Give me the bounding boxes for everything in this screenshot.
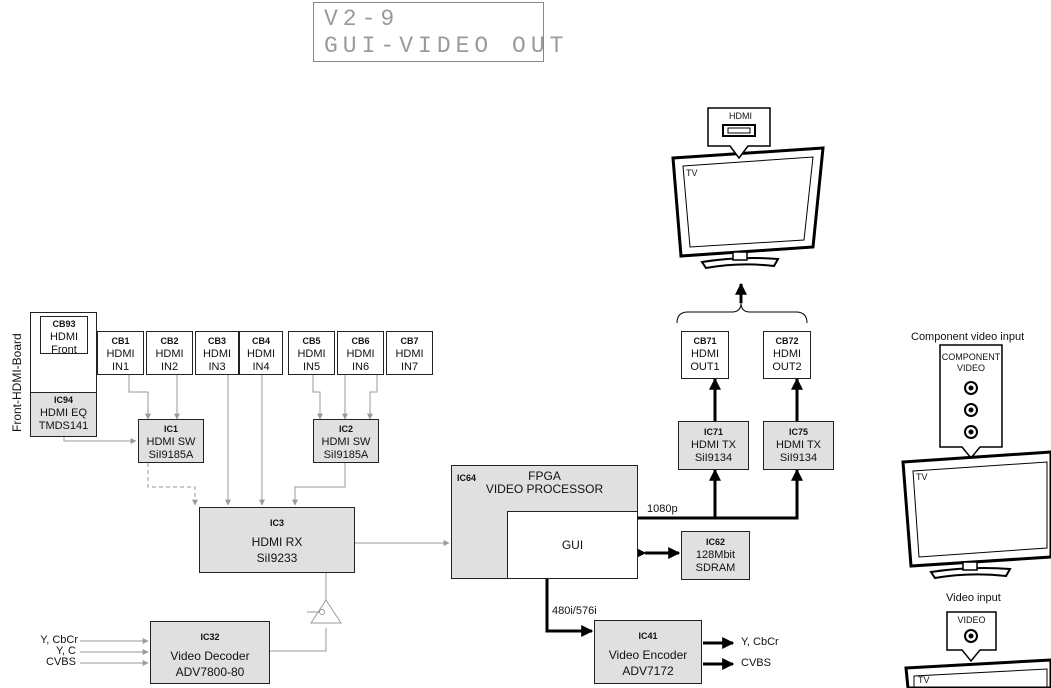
decoder-input-yc: Y, C <box>56 645 76 657</box>
hdmi-input-paths <box>61 354 450 666</box>
tv-component-icon <box>901 344 1051 580</box>
front-panel-lcd: V2-9 GUI-VIDEO OUT <box>313 2 563 62</box>
lcd-line-1: V2-9 <box>324 6 400 32</box>
tv-video-connector-label: VIDEO <box>957 615 986 625</box>
tv-component-screen-label: TV <box>916 472 928 482</box>
video-output-paths <box>545 282 803 670</box>
tv-video-caption: Video input <box>946 592 1001 604</box>
decoder-input-ycbcr: Y, CbCr <box>40 634 78 646</box>
tv-video-screen-label: TV <box>918 675 930 685</box>
encoder-output-ycbcr: Y, CbCr <box>741 636 779 648</box>
encoder-output-cvbs: CVBS <box>741 657 771 669</box>
decoder-input-cvbs: CVBS <box>46 656 76 668</box>
label-480i-576i: 480i/576i <box>552 605 597 617</box>
tv-main-icon <box>671 107 825 270</box>
tv-video-icon <box>904 611 1051 688</box>
front-hdmi-board-label: Front-HDMI-Board <box>10 333 24 432</box>
tv-main-connector-label: HDMI <box>729 111 752 121</box>
label-1080p: 1080p <box>647 503 678 515</box>
tv-component-caption: Component video input <box>911 331 1025 343</box>
tv-main-screen-label: TV <box>686 168 698 178</box>
block-gui: GUI <box>507 511 638 579</box>
lcd-line-2: GUI-VIDEO OUT <box>324 33 569 59</box>
output-bracket <box>676 302 808 324</box>
